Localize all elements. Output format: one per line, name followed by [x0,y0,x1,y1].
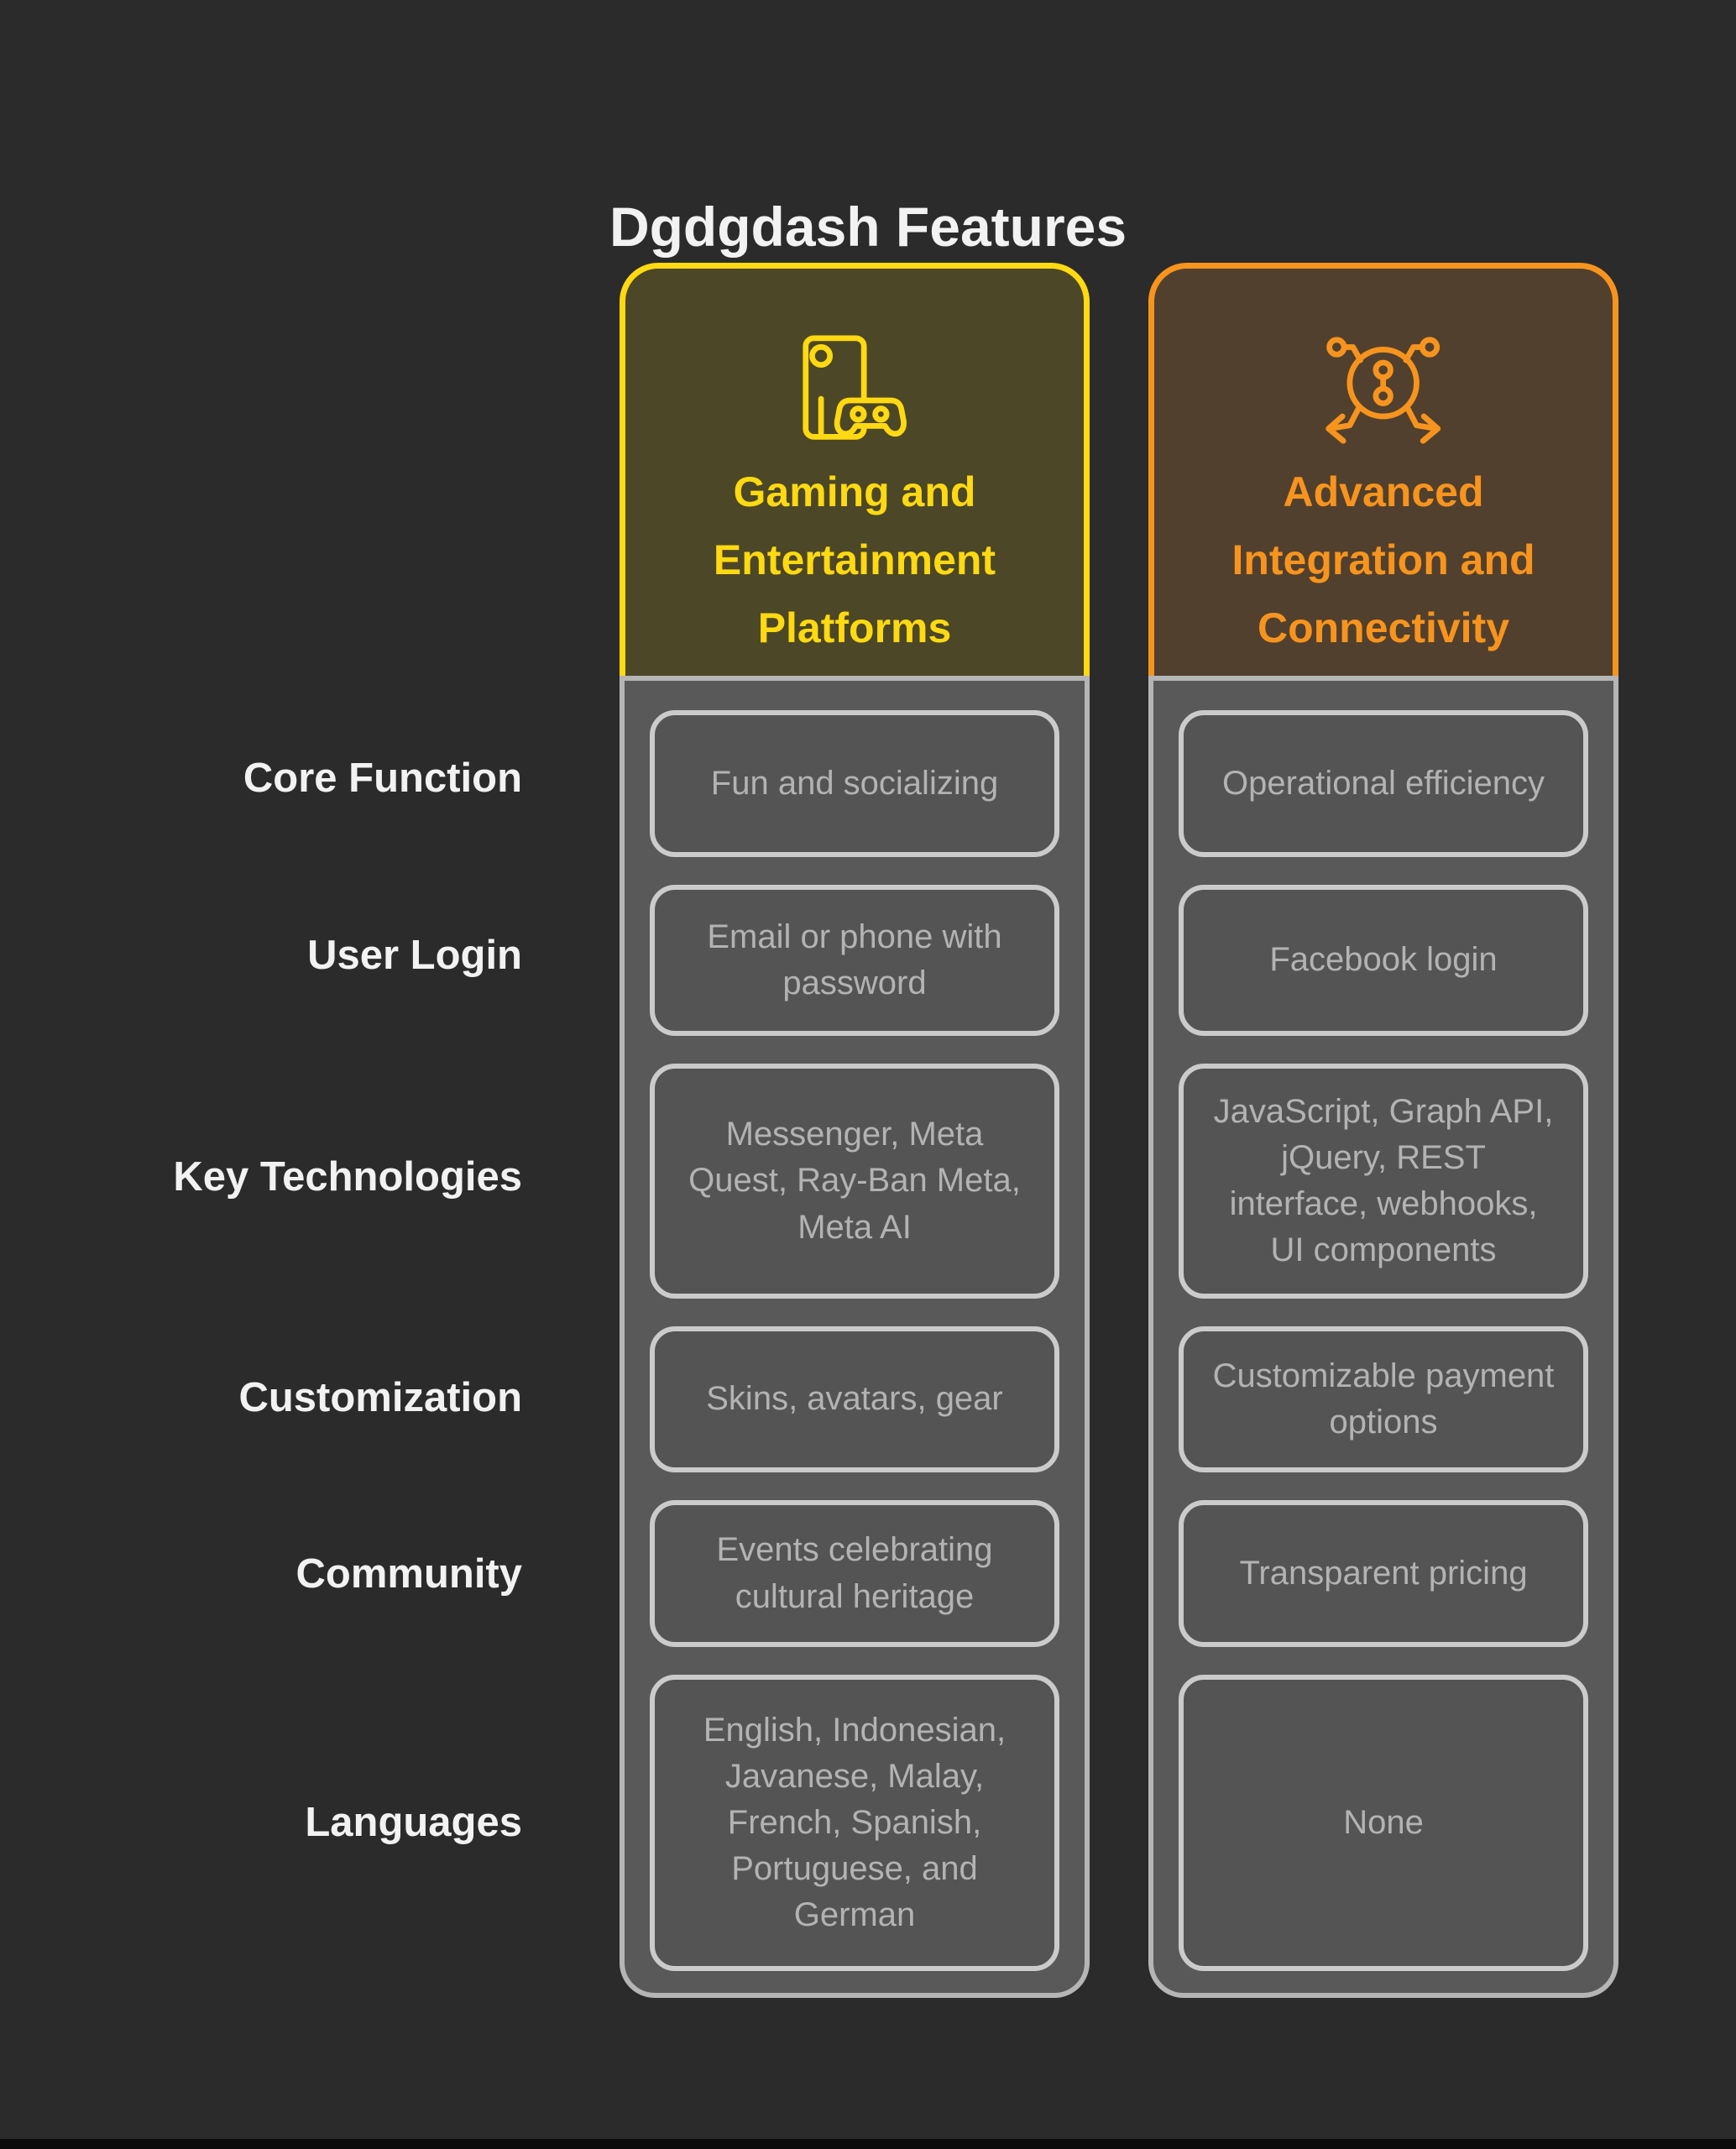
cell-gaming-key-technologies: Messenger, Meta Quest, Ray-Ban Meta, Met… [650,1064,1059,1299]
cell-integration-core-function: Operational efficiency [1179,710,1588,857]
cell-gaming-community: Events celebrating cultural heritage [650,1500,1059,1647]
column-header-gaming: Gaming and Entertainment Platforms [620,263,1090,676]
cell-gaming-user-login: Email or phone with password [650,885,1059,1036]
cell-integration-customization: Customizable payment options [1179,1326,1588,1472]
column-body-integration: Operational efficiency Facebook login Ja… [1148,676,1618,1998]
integration-network-icon [1319,334,1447,445]
column-gaming: Gaming and Entertainment Platforms Fun a… [620,263,1090,1998]
cell-integration-languages: None [1179,1675,1588,1971]
cell-integration-user-login: Facebook login [1179,885,1588,1036]
cell-gaming-languages: English, Indonesian, Javanese, Malay, Fr… [650,1675,1059,1971]
column-integration: Advanced Integration and Connectivity Op… [1148,263,1618,1998]
row-label-community: Community [295,1551,523,1597]
column-title-gaming: Gaming and Entertainment Platforms [713,468,996,651]
row-label-languages: Languages [305,1800,522,1845]
cell-integration-community: Transparent pricing [1179,1500,1588,1647]
game-console-icon [801,334,908,445]
row-label-customization: Customization [238,1375,522,1420]
column-title-integration: Advanced Integration and Connectivity [1231,468,1535,651]
cell-gaming-customization: Skins, avatars, gear [650,1326,1059,1472]
row-label-user-login: User Login [307,933,522,978]
row-label-key-technologies: Key Technologies [173,1154,522,1200]
bottom-edge-bar [0,2139,1736,2149]
column-body-gaming: Fun and socializing Email or phone with … [620,676,1090,1998]
column-header-integration: Advanced Integration and Connectivity [1148,263,1618,676]
page-title: Dgdgdash Features [609,196,1127,259]
cell-integration-key-technologies: JavaScript, Graph API, jQuery, REST inte… [1179,1064,1588,1299]
cell-gaming-core-function: Fun and socializing [650,710,1059,857]
row-label-core-function: Core Function [243,756,522,801]
